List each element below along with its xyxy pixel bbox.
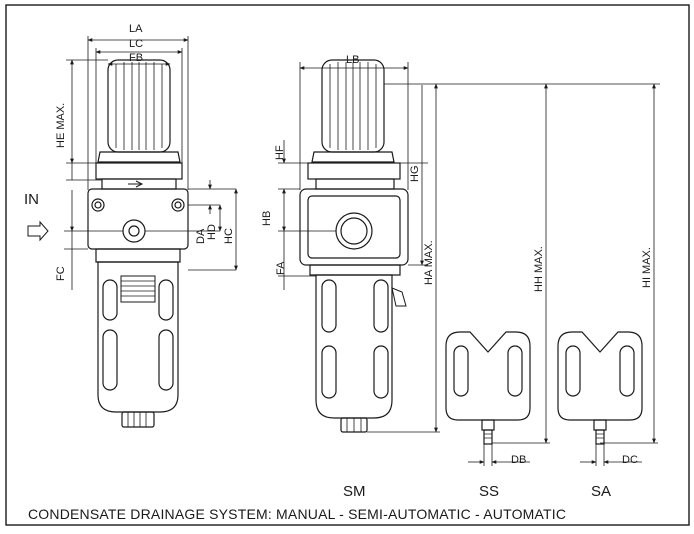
input-label: IN	[24, 191, 39, 208]
dim-dc: DC	[622, 454, 638, 466]
caption: CONDENSATE DRAINAGE SYSTEM: MANUAL - SEM…	[28, 506, 567, 522]
dim-ha: HA MAX.	[423, 240, 435, 285]
drain-code-ss: SS	[479, 483, 500, 500]
dim-he: HE MAX.	[55, 102, 67, 148]
side-bowl	[315, 274, 393, 419]
input-arrow-icon	[27, 220, 49, 242]
dim-la: LA	[129, 23, 143, 35]
drawing-border	[5, 4, 690, 526]
dim-hi: HI MAX.	[641, 247, 653, 288]
dim-fa: FA	[275, 261, 287, 275]
front-bowl	[97, 261, 179, 413]
dim-lc: LC	[129, 38, 144, 50]
dim-fc: FC	[55, 266, 67, 281]
semi-automatic-drain	[445, 331, 531, 466]
dim-hf: HF	[274, 145, 286, 160]
drain-code-sa: SA	[591, 483, 612, 500]
dim-hb: HB	[261, 210, 273, 226]
dim-fb: FB	[129, 52, 144, 64]
front-body	[87, 188, 189, 250]
dim-hh: HH MAX.	[533, 246, 545, 292]
dim-db: DB	[511, 454, 527, 466]
side-body	[299, 188, 409, 266]
dim-hd: HD	[206, 224, 218, 240]
side-view	[278, 59, 660, 444]
drain-code-sm: SM	[343, 483, 366, 500]
front-view	[27, 36, 238, 428]
dim-hg: HG	[409, 165, 421, 183]
automatic-drain	[557, 331, 643, 466]
dim-hc: HC	[223, 228, 235, 244]
dim-lb: LB	[346, 54, 360, 66]
